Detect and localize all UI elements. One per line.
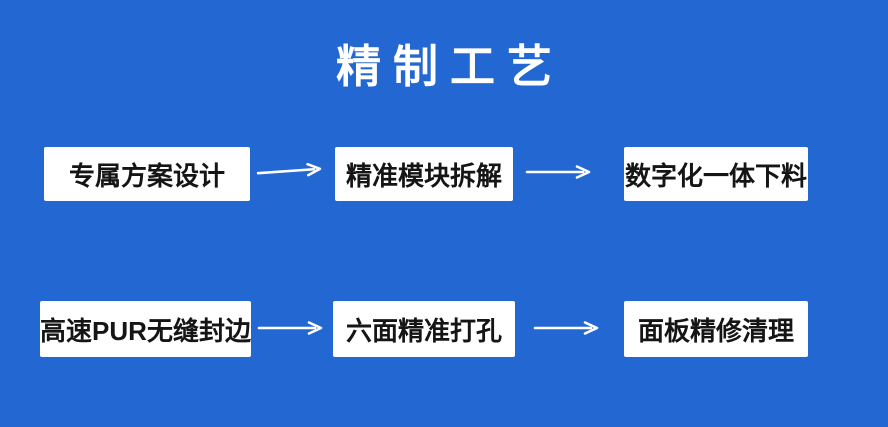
flow-step-box: 面板精修清理 xyxy=(624,301,808,357)
flow-step-label: 面板精修清理 xyxy=(637,315,794,346)
flow-step-box: 数字化一体下料 xyxy=(624,147,808,201)
arrow-right-icon xyxy=(525,165,591,179)
flow-step-box: 专属方案设计 xyxy=(44,147,250,201)
arrow-right-icon xyxy=(533,321,599,335)
flow-step-box: 精准模块拆解 xyxy=(335,147,513,201)
flow-step-box: 高速PUR无缝封边 xyxy=(40,301,251,357)
flow-step-box: 六面精准打孔 xyxy=(333,301,515,357)
flow-step-label: 数字化一体下料 xyxy=(624,160,807,191)
flow-step-label: 六面精准打孔 xyxy=(345,315,502,346)
page-title: 精制工艺 xyxy=(335,41,564,92)
flow-step-label: 专属方案设计 xyxy=(68,160,225,191)
arrow-right-icon xyxy=(256,162,322,177)
flow-step-label: 高速PUR无缝封边 xyxy=(40,315,251,346)
arrow-right-icon xyxy=(257,321,323,335)
flow-step-label: 精准模块拆解 xyxy=(345,160,502,191)
